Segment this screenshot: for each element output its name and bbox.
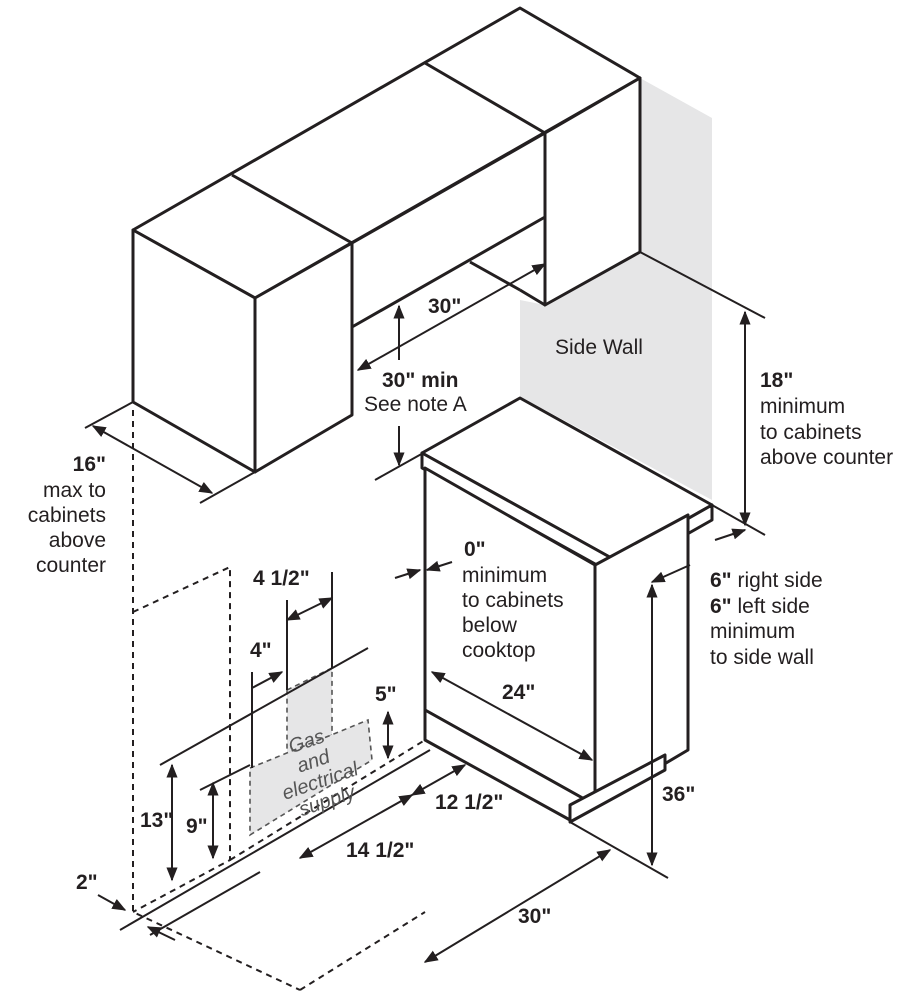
- label-6-left-num: 6": [710, 595, 732, 618]
- label-14-half: 14 1/2": [346, 839, 415, 862]
- label-6-line2: to side wall: [710, 646, 814, 669]
- label-18: 18": [760, 369, 794, 392]
- label-30-bottom: 30": [518, 905, 552, 928]
- label-0-line4: cooktop: [462, 639, 536, 662]
- label-6-right: 6" right side: [710, 568, 823, 593]
- label-5: 5": [375, 683, 397, 706]
- label-30-min: 30" min: [382, 369, 459, 392]
- upper-cabinets: [131, 6, 642, 474]
- label-18-line2: to cabinets: [760, 421, 862, 444]
- label-6-right-num: 6": [710, 569, 732, 592]
- label-16-line3: above: [48, 529, 106, 552]
- label-16-line1: max to: [42, 479, 106, 502]
- dimension-lines: [84, 251, 766, 963]
- label-0-line3: below: [462, 614, 517, 637]
- label-note-a: See note A: [364, 393, 467, 416]
- label-6-right-text: right side: [731, 569, 823, 592]
- label-4: 4": [250, 639, 272, 662]
- label-0-line2: to cabinets: [462, 589, 564, 612]
- label-30-width: 30": [428, 295, 462, 318]
- label-0: 0": [464, 538, 486, 561]
- side-wall: [520, 78, 712, 500]
- label-2: 2": [76, 871, 98, 894]
- label-18-line1: minimum: [760, 395, 846, 418]
- label-24: 24": [502, 681, 536, 704]
- label-16: 16": [72, 453, 106, 476]
- label-13: 13": [140, 809, 174, 832]
- label-36: 36": [662, 783, 696, 806]
- label-6-left-text: left side: [731, 595, 810, 618]
- label-6-line1: minimum: [710, 620, 796, 643]
- label-6-left: 6" left side: [710, 594, 810, 619]
- label-16-line4: counter: [35, 554, 106, 577]
- gas-supply-zone: [249, 666, 373, 837]
- label-9: 9": [186, 815, 208, 838]
- label-18-line3: above counter: [760, 446, 894, 469]
- label-4-half: 4 1/2": [253, 567, 310, 590]
- label-0-line1: minimum: [462, 564, 548, 587]
- label-side-wall: Side Wall: [555, 336, 643, 359]
- label-12-half: 12 1/2": [435, 791, 504, 814]
- label-16-line2: cabinets: [27, 504, 106, 527]
